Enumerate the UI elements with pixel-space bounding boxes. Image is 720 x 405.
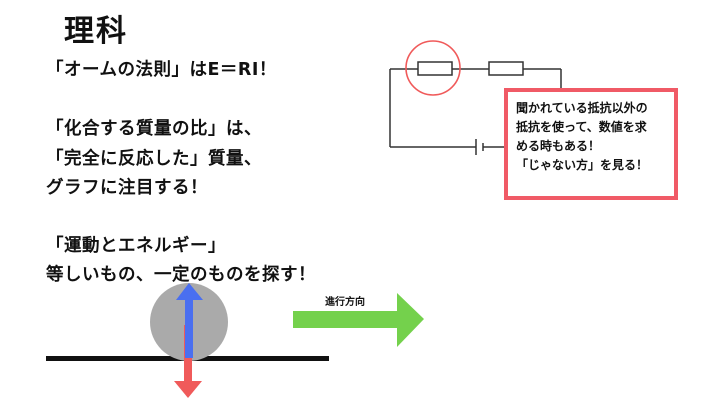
text-line-constant: 等しいもの、一定のものを探す！ (46, 265, 316, 285)
text-line-energy: 「運動とエネルギー」 (46, 236, 226, 256)
page-title: 理科 (64, 14, 128, 49)
text-line-graph: グラフに注目する！ (46, 178, 208, 198)
text-line-reaction: 「完全に反応した」質量、 (46, 149, 262, 169)
resistor-1 (417, 61, 453, 76)
text-line-ohm: 「オームの法則」はE＝RI！ (46, 60, 277, 80)
note-box: 聞かれている抵抗以外の 抵抗を使って、数値を求 める時もある！ 「じゃない方」を… (504, 88, 678, 200)
direction-label: 進行方向 (325, 297, 365, 308)
note-line-4: 「じゃない方」を見る！ (516, 158, 649, 172)
highlight-circle (405, 40, 461, 96)
text-line-ratio: 「化合する質量の比」は、 (46, 119, 262, 139)
note-line-3: める時もある！ (516, 139, 601, 153)
resistor-2 (488, 61, 524, 76)
circuit-diagram (389, 61, 562, 155)
note-line-2: 抵抗を使って、数値を求 (516, 120, 647, 134)
arrow-up (176, 283, 203, 358)
direction-arrow (293, 293, 424, 347)
note-line-1: 聞かれている抵抗以外の (516, 101, 648, 115)
